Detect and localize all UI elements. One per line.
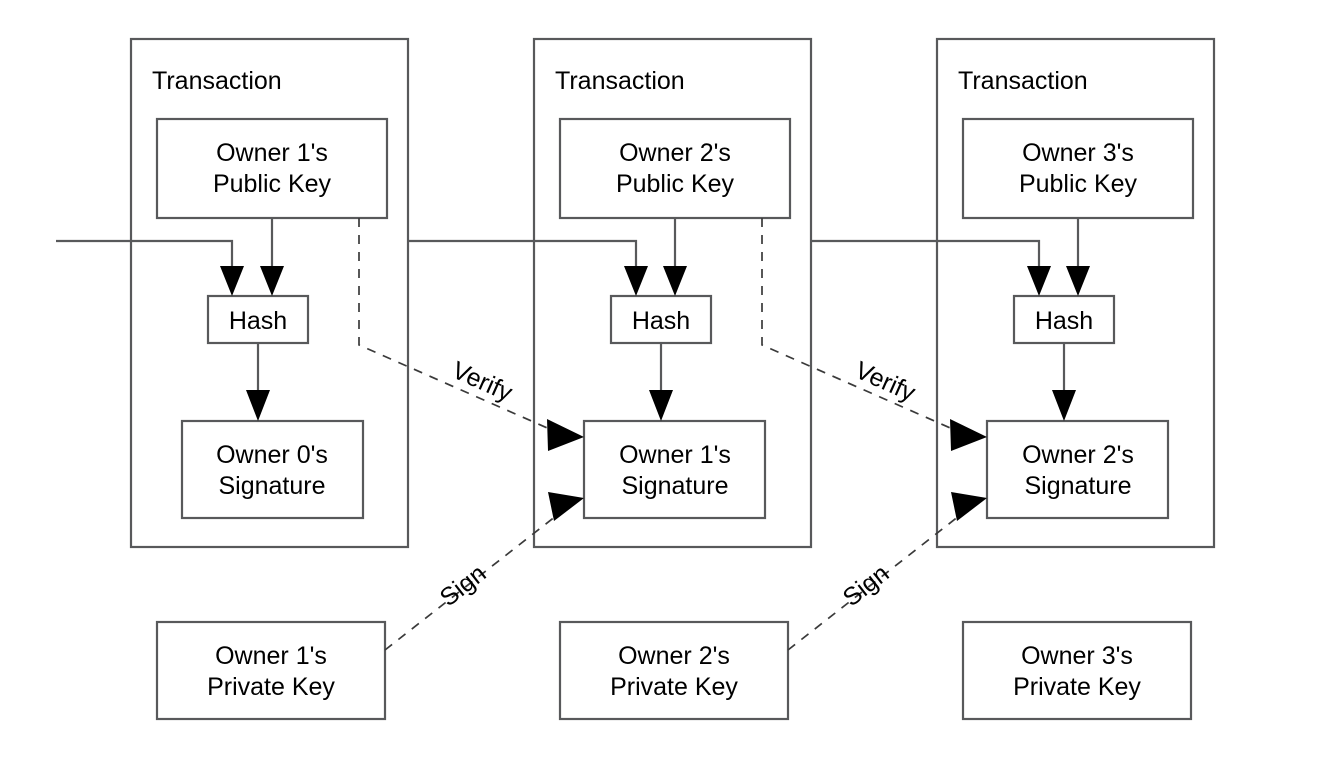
- transaction-2-public-key-line1: Owner 2's: [619, 139, 731, 167]
- transaction-2-public-key-box: [558, 117, 792, 220]
- transaction-3-signature-line1: Owner 2's: [1022, 441, 1134, 469]
- transaction-1-group: Transaction Owner 1's Public Key Hash Ow…: [56, 37, 410, 549]
- arrow-head-hash-1-left: [220, 266, 244, 296]
- arrow-head-signature-3: [1052, 390, 1076, 421]
- arrow-head-sign-2: [951, 492, 987, 521]
- arrow-head-signature-1: [246, 390, 270, 421]
- transaction-3-signature-box: [985, 419, 1170, 520]
- transaction-1-signature-line1: Owner 0's: [216, 441, 328, 469]
- transaction-2-signature-line1: Owner 1's: [619, 441, 731, 469]
- private-key-2-box: [558, 620, 790, 721]
- chain-line-into-transaction-1: [56, 239, 234, 268]
- private-key-1-line1: Owner 1's: [215, 642, 327, 670]
- arrow-head-hash-1-right: [260, 266, 284, 296]
- transaction-2-title: Transaction: [555, 67, 685, 95]
- arrow-head-hash-3-left: [1027, 266, 1051, 296]
- sign-edge-2-path: [787, 504, 974, 651]
- transaction-3-title: Transaction: [958, 67, 1088, 95]
- arrow-head-hash-2-right: [663, 266, 687, 296]
- private-key-2-line2: Private Key: [610, 673, 738, 701]
- verify-edge-1-path: [358, 218, 571, 439]
- transaction-1-public-key-line1: Owner 1's: [216, 139, 328, 167]
- transaction-1-public-key-box: [155, 117, 389, 220]
- arrow-head-signature-2: [649, 390, 673, 421]
- transaction-3-public-key-line1: Owner 3's: [1022, 139, 1134, 167]
- private-key-3-line1: Owner 3's: [1021, 642, 1133, 670]
- chain-line-into-transaction-2: [408, 239, 638, 268]
- private-key-1-box: [155, 620, 387, 721]
- transaction-3-public-key-box: [961, 117, 1195, 220]
- arrow-head-sign-1: [548, 492, 584, 521]
- arrow-head-hash-3-right: [1066, 266, 1090, 296]
- transaction-2-signature-box: [582, 419, 767, 520]
- private-key-2-line1: Owner 2's: [618, 642, 730, 670]
- transaction-2-public-key-line2: Public Key: [616, 170, 735, 198]
- transaction-3-public-key-line2: Public Key: [1019, 170, 1138, 198]
- chain-line-into-transaction-3: [811, 239, 1041, 268]
- private-key-3-box: [961, 620, 1193, 721]
- arrow-head-verify-1: [547, 419, 584, 451]
- arrow-head-verify-2: [950, 419, 987, 451]
- sign-edge-1-path: [384, 504, 571, 651]
- transaction-1-public-key-line2: Public Key: [213, 170, 332, 198]
- transaction-2-hash-label: Hash: [632, 307, 690, 335]
- transaction-2-signature-line2: Signature: [621, 472, 728, 500]
- private-key-3-line2: Private Key: [1013, 673, 1141, 701]
- transaction-1-hash-label: Hash: [229, 307, 287, 335]
- transaction-1-signature-box: [180, 419, 365, 520]
- transaction-2-group: Transaction Owner 2's Public Key Hash Ow…: [408, 37, 813, 549]
- private-keys-group: Owner 1's Private Key Owner 2's Private …: [155, 620, 1193, 721]
- verify-edge-2-path: [761, 218, 974, 439]
- transaction-3-group: Transaction Owner 3's Public Key Hash Ow…: [811, 37, 1216, 549]
- private-key-1-line2: Private Key: [207, 673, 335, 701]
- transaction-3-signature-line2: Signature: [1024, 472, 1131, 500]
- transaction-1-title: Transaction: [152, 67, 282, 95]
- transaction-1-signature-line2: Signature: [218, 472, 325, 500]
- arrow-head-hash-2-left: [624, 266, 648, 296]
- transaction-3-hash-label: Hash: [1035, 307, 1093, 335]
